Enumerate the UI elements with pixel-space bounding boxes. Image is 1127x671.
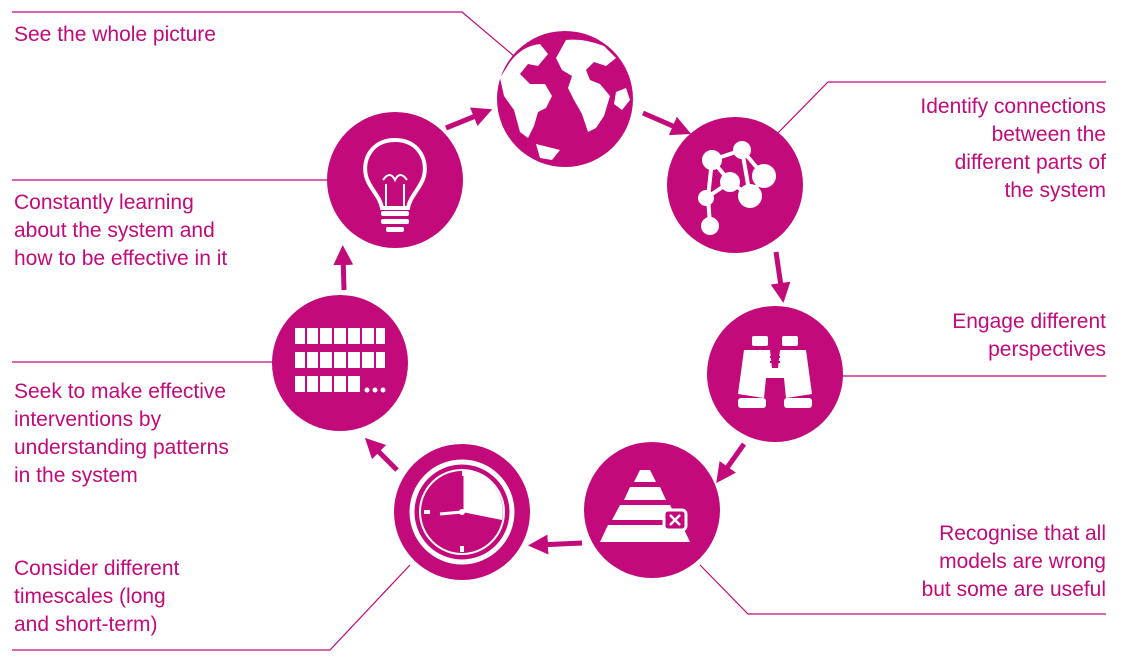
label-line: in the system [14, 464, 138, 487]
cycle-arrows [333, 107, 791, 555]
leader-line-globe [12, 11, 515, 57]
label-line: Seek to make effective [14, 380, 227, 403]
label-line: between the [991, 123, 1106, 146]
label-engage-perspectives: Engage different perspectives [952, 308, 1106, 364]
leader-line-connections [773, 81, 1106, 138]
label-line: Engage different [952, 310, 1106, 333]
label-see-whole-picture: See the whole picture [14, 21, 216, 49]
arrow-connections-to-perspectives [770, 251, 791, 303]
label-identify-connections: Identify connections between the differe… [920, 93, 1106, 205]
leader-lines [12, 11, 1106, 651]
label-line: models are wrong [939, 550, 1106, 573]
leader-line-timescales [12, 564, 411, 651]
label-line: Consider different [14, 557, 180, 580]
arrow-perspectives-to-models [716, 442, 747, 484]
label-timescales: Consider different timescales (long and … [14, 555, 179, 639]
label-patterns: Seek to make effective interventions by … [14, 378, 229, 490]
label-line: Recognise that all [939, 522, 1106, 545]
bars-icon [295, 328, 386, 393]
label-line: the system [1004, 179, 1106, 202]
pyramid-icon [600, 470, 690, 542]
arrow-patterns-to-learning [333, 245, 354, 291]
globe-icon [500, 39, 630, 160]
label-line: See the whole picture [14, 23, 216, 46]
label-line: Constantly learning [14, 191, 194, 214]
label-line: but some are useful [921, 578, 1106, 601]
lightbulb-icon [363, 137, 427, 232]
binoculars-icon [738, 336, 812, 408]
label-line: and short-term) [14, 613, 158, 636]
label-line: different parts of [954, 151, 1106, 174]
node-globe [497, 31, 633, 167]
arrow-timescales-to-patterns [364, 437, 399, 472]
arrow-learning-to-globe [445, 107, 493, 131]
label-learning: Constantly learning about the system and… [14, 189, 227, 273]
label-line: timescales (long [14, 585, 166, 608]
label-line: Identify connections [920, 95, 1106, 118]
label-line: how to be effective in it [14, 247, 228, 270]
leader-line-models [699, 564, 1106, 615]
arrow-models-to-timescales [528, 534, 583, 555]
network-icon [698, 141, 776, 235]
label-line: perspectives [988, 338, 1106, 361]
label-line: about the system and [14, 219, 215, 242]
label-line: understanding patterns [14, 436, 229, 459]
node-circles [272, 31, 843, 580]
clock-icon [409, 459, 515, 565]
label-line: interventions by [14, 408, 162, 431]
arrow-globe-to-connections [642, 110, 692, 136]
label-models: Recognise that all models are wrong but … [922, 520, 1106, 604]
